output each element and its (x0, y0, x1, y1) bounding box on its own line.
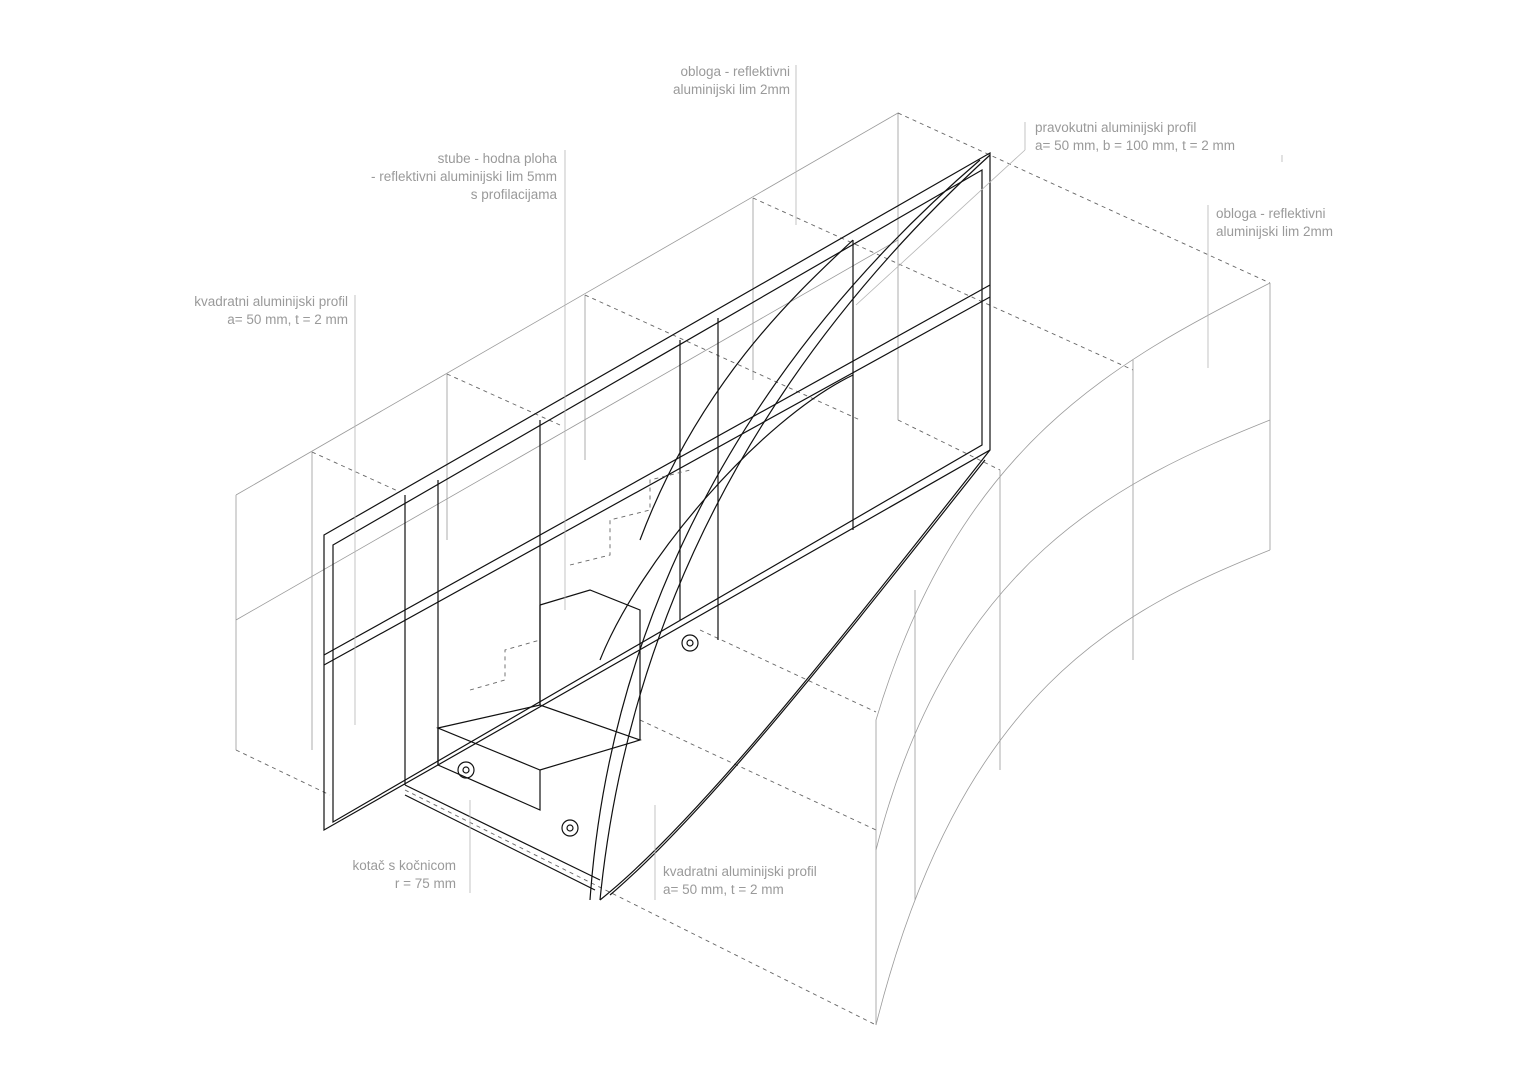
label-line: aluminijski lim 2mm (1216, 224, 1334, 239)
wheel-icon (457, 634, 699, 837)
label-line: stube - hodna ploha (437, 151, 557, 166)
label-rect-profile: pravokutni aluminijski profil a= 50 mm, … (1035, 119, 1235, 155)
label-line: a= 50 mm, t = 2 mm (663, 882, 784, 897)
curved-cladding-wall (875, 282, 1271, 1026)
label-line: kvadratni aluminijski profil (194, 294, 348, 309)
label-square-profile-bottom: kvadratni aluminijski profil a= 50 mm, t… (663, 863, 817, 899)
label-line: - reflektivni aluminijski lim 5mm (370, 169, 557, 184)
label-line: pravokutni aluminijski profil (1035, 120, 1197, 135)
label-wheel: kotač s kočnicom r = 75 mm (300, 857, 456, 893)
label-line: a= 50 mm, t = 2 mm (227, 312, 348, 327)
label-stairs-surface: stube - hodna ploha - reflektivni alumin… (330, 150, 557, 204)
label-line: kotač s kočnicom (352, 858, 456, 873)
stairs (404, 469, 691, 891)
aluminium-frame (323, 151, 991, 901)
leader-lines (354, 65, 1283, 900)
label-line: s profilacijama (470, 187, 557, 202)
cladding-volume (235, 112, 1271, 1026)
label-line: kvadratni aluminijski profil (663, 864, 817, 879)
label-line: aluminijski lim 2mm (672, 82, 790, 97)
label-line: obloga - reflektivni (680, 64, 790, 79)
label-line: obloga - reflektivni (1216, 206, 1326, 221)
label-square-profile-left: kvadratni aluminijski profil a= 50 mm, t… (150, 293, 348, 329)
label-line: r = 75 mm (394, 876, 456, 891)
label-line: a= 50 mm, b = 100 mm, t = 2 mm (1035, 138, 1235, 153)
label-cladding-right: obloga - reflektivni aluminijski lim 2mm (1216, 205, 1333, 241)
label-cladding-top: obloga - reflektivni aluminijski lim 2mm (640, 63, 790, 99)
